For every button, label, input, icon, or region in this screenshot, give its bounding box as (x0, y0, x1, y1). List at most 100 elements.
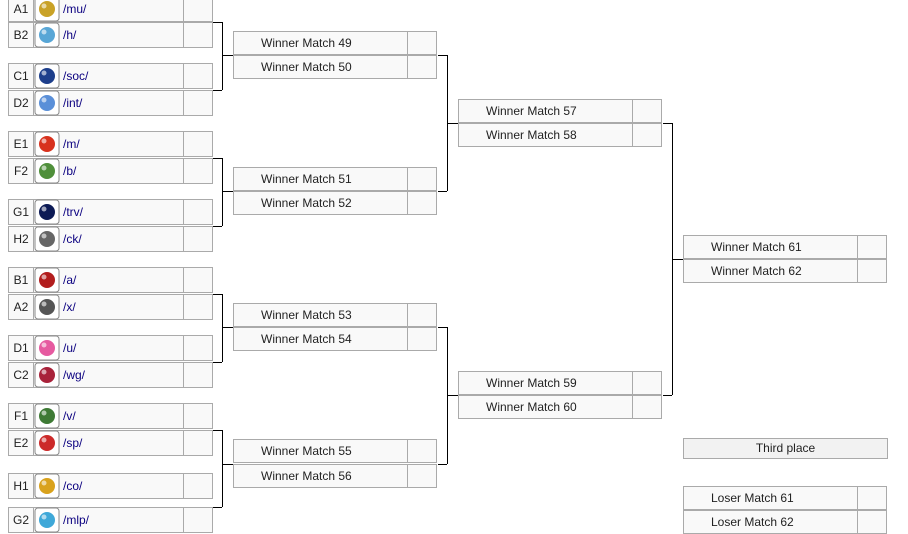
score-box (407, 31, 437, 55)
connector-line (672, 259, 683, 260)
team-link[interactable]: /wg/ (63, 368, 86, 382)
team-link[interactable]: /v/ (63, 409, 76, 423)
team-entry[interactable]: /v/ (33, 403, 184, 429)
ck-icon (34, 226, 60, 252)
u-icon (34, 335, 60, 361)
match-slot[interactable]: Winner Match 57 (458, 99, 633, 123)
score-box (183, 22, 213, 48)
team-entry[interactable]: /trv/ (33, 199, 184, 225)
match-slot[interactable]: Winner Match 55 (233, 439, 408, 463)
score-box (183, 90, 213, 116)
team-seed: D1 (8, 335, 34, 361)
score-box (857, 259, 887, 283)
team-seed: C2 (8, 362, 34, 388)
connector-line (222, 430, 223, 507)
mu-icon (34, 0, 60, 22)
team-seed: F1 (8, 403, 34, 429)
score-box (632, 123, 662, 147)
team-seed: E1 (8, 131, 34, 157)
score-box (632, 99, 662, 123)
match-slot[interactable]: Winner Match 56 (233, 464, 408, 488)
team-seed: A2 (8, 294, 34, 320)
trv-icon (34, 199, 60, 225)
connector-line (438, 55, 447, 56)
team-seed: F2 (8, 158, 34, 184)
team-entry[interactable]: /int/ (33, 90, 184, 116)
x-icon (34, 294, 60, 320)
team-link[interactable]: /h/ (63, 28, 77, 42)
team-seed: B1 (8, 267, 34, 293)
match-slot[interactable]: Winner Match 54 (233, 327, 408, 351)
team-entry[interactable]: /mlp/ (33, 507, 184, 533)
team-link[interactable]: /m/ (63, 137, 80, 151)
team-link[interactable]: /sp/ (63, 436, 83, 450)
connector-line (447, 123, 458, 124)
connector-line (663, 123, 672, 124)
team-seed: H1 (8, 473, 34, 499)
team-seed: E2 (8, 430, 34, 456)
connector-line (213, 507, 222, 508)
team-link[interactable]: /mlp/ (63, 513, 90, 527)
team-seed: C1 (8, 63, 34, 89)
connector-line (222, 22, 223, 90)
match-slot[interactable]: Winner Match 61 (683, 235, 858, 259)
match-slot[interactable]: Winner Match 59 (458, 371, 633, 395)
team-seed: D2 (8, 90, 34, 116)
team-entry[interactable]: /co/ (33, 473, 184, 499)
team-entry[interactable]: /u/ (33, 335, 184, 361)
team-link[interactable]: /mu/ (63, 2, 87, 16)
team-link[interactable]: /int/ (63, 96, 83, 110)
score-box (183, 199, 213, 225)
connector-line (222, 327, 233, 328)
team-entry[interactable]: /x/ (33, 294, 184, 320)
team-entry[interactable]: /sp/ (33, 430, 184, 456)
match-slot[interactable]: Loser Match 61 (683, 486, 858, 510)
connector-line (438, 327, 447, 328)
score-box (183, 0, 213, 22)
match-slot[interactable]: Winner Match 58 (458, 123, 633, 147)
score-box (407, 327, 437, 351)
score-box (183, 63, 213, 89)
score-box (183, 430, 213, 456)
team-link[interactable]: /a/ (63, 273, 77, 287)
match-slot[interactable]: Winner Match 51 (233, 167, 408, 191)
team-entry[interactable]: /h/ (33, 22, 184, 48)
score-box (407, 464, 437, 488)
match-slot[interactable]: Winner Match 62 (683, 259, 858, 283)
team-entry[interactable]: /a/ (33, 267, 184, 293)
match-slot[interactable]: Winner Match 52 (233, 191, 408, 215)
mlp-icon (34, 507, 60, 533)
score-box (407, 303, 437, 327)
team-entry[interactable]: /m/ (33, 131, 184, 157)
match-slot[interactable]: Winner Match 49 (233, 31, 408, 55)
int-icon (34, 90, 60, 116)
team-seed: G1 (8, 199, 34, 225)
team-entry[interactable]: /mu/ (33, 0, 184, 22)
sp-icon (34, 430, 60, 456)
connector-line (213, 362, 222, 363)
connector-line (213, 226, 222, 227)
team-link[interactable]: /ck/ (63, 232, 82, 246)
match-slot[interactable]: Winner Match 50 (233, 55, 408, 79)
match-slot[interactable]: Winner Match 60 (458, 395, 633, 419)
connector-line (213, 158, 222, 159)
team-seed: H2 (8, 226, 34, 252)
score-box (183, 131, 213, 157)
team-seed: B2 (8, 22, 34, 48)
team-entry[interactable]: /ck/ (33, 226, 184, 252)
team-entry[interactable]: /b/ (33, 158, 184, 184)
team-link[interactable]: /soc/ (63, 69, 89, 83)
score-box (407, 191, 437, 215)
team-link[interactable]: /x/ (63, 300, 76, 314)
team-link[interactable]: /trv/ (63, 205, 83, 219)
team-link[interactable]: /b/ (63, 164, 77, 178)
team-link[interactable]: /u/ (63, 341, 77, 355)
team-seed: A1 (8, 0, 34, 22)
connector-line (447, 395, 458, 396)
match-slot[interactable]: Winner Match 53 (233, 303, 408, 327)
team-entry[interactable]: /soc/ (33, 63, 184, 89)
connector-line (222, 191, 233, 192)
match-slot[interactable]: Loser Match 62 (683, 510, 858, 534)
team-entry[interactable]: /wg/ (33, 362, 184, 388)
team-link[interactable]: /co/ (63, 479, 83, 493)
